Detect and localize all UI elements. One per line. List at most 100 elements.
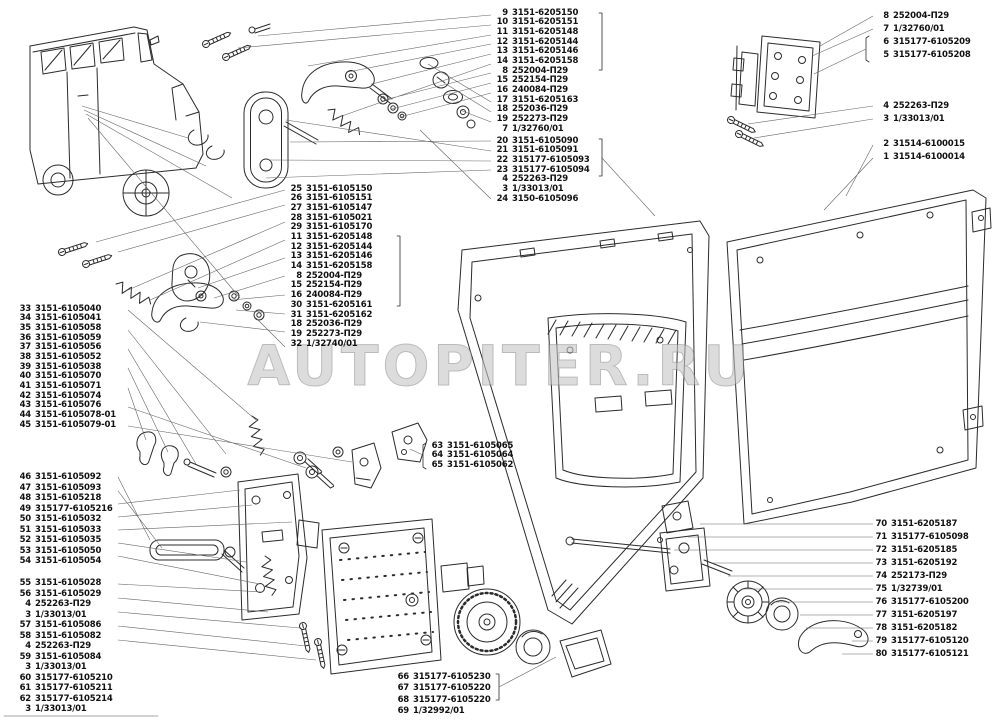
part-number: 252263-П29 (35, 599, 91, 609)
part-ref-number: 27 (290, 202, 303, 213)
part-number: 315177-6105094 (512, 164, 590, 175)
part-ref-number: 4 (25, 599, 31, 609)
part-number: 3151-6105040 (35, 303, 102, 314)
part-number: 3151-6105059 (35, 332, 102, 343)
part-number: 3151-6105064 (447, 450, 514, 461)
part-number: 1/32739/01 (891, 584, 943, 595)
part-ref-number: 3 (502, 184, 508, 195)
part-number: 3151-6105052 (35, 352, 102, 363)
part-number: 3151-6205158 (512, 56, 579, 67)
part-number: 3151-6205146 (512, 46, 579, 57)
part-number: 3151-6205162 (306, 309, 373, 320)
part-number: 3151-6205187 (891, 519, 958, 530)
part-number: 315177-6105120 (891, 636, 969, 647)
part-number: 3151-6105054 (35, 556, 102, 566)
part-number: 315177-6105208 (893, 50, 971, 61)
part-ref-number: 14 (290, 261, 303, 272)
part-ref-number: 65 (431, 459, 444, 470)
part-ref-number: 30 (290, 299, 303, 310)
part-ref-number: 25 (290, 183, 303, 194)
part-ref-number: 18 (496, 104, 509, 115)
part-ref-number: 31 (290, 309, 303, 320)
part-ref-number: 35 (19, 322, 32, 333)
part-ref-number: 34 (19, 313, 32, 324)
part-number: 252036-П29 (306, 319, 362, 330)
door-trim-panel (457, 220, 710, 625)
part-ref-number: 33 (19, 303, 32, 314)
part-number: 3150-6105096 (512, 193, 579, 204)
part-row: 4 252263-П29 (16, 599, 113, 610)
part-ref-number: 13 (496, 46, 509, 57)
part-number: 3151-6105029 (35, 588, 102, 599)
part-number: 252173-П29 (891, 571, 947, 582)
part-number: 1/33013/01 (35, 704, 87, 714)
part-number: 3151-6105147 (306, 202, 373, 213)
part-ref-number: 76 (875, 597, 888, 608)
part-ref-number: 38 (19, 352, 32, 363)
part-ref-number: 4 (502, 174, 508, 185)
part-number: 3151-6205150 (512, 7, 579, 18)
part-number: 252263-П29 (893, 101, 949, 112)
part-number: 3151-6105079-01 (35, 419, 116, 430)
part-number: 3151-6105065 (447, 440, 514, 451)
latch-small-parts (136, 414, 428, 489)
part-number: 3151-6205158 (306, 261, 373, 272)
part-number: 240084-П29 (512, 85, 568, 96)
part-ref-number: 3 (25, 662, 31, 672)
part-number: 252004-П29 (512, 65, 568, 76)
part-ref-number: 32 (290, 338, 303, 349)
part-number: 252004-П29 (306, 270, 362, 281)
part-number: 315177-6105098 (891, 532, 969, 543)
vehicle-drawing (29, 26, 204, 217)
part-number: 3151-6105151 (306, 193, 373, 204)
part-ref-number: 16 (496, 85, 509, 96)
part-number: 3151-6105074 (35, 390, 102, 401)
part-number: 315177-6105209 (893, 37, 971, 48)
part-number: 3151-6105041 (35, 313, 102, 324)
part-ref-number: 40 (19, 371, 32, 382)
part-number: 3151-6205182 (891, 623, 958, 634)
part-number: 315177-6105220 (413, 683, 491, 693)
part-number: 1/33013/01 (512, 184, 564, 195)
part-ref-number: 20 (496, 135, 509, 146)
